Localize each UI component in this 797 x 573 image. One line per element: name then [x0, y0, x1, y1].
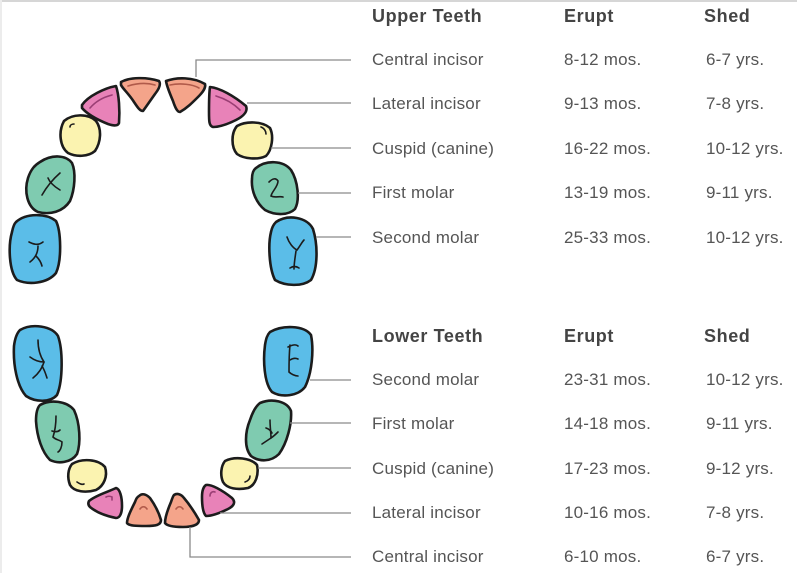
- shed-value: 7-8 yrs.: [706, 94, 765, 113]
- upper-second-molar-right: [268, 216, 318, 287]
- erupt-value: 13-19 mos.: [564, 183, 652, 202]
- tooth-name: Lateral incisor: [372, 503, 481, 522]
- shed-value: 9-11 yrs.: [706, 414, 773, 433]
- tooth-name: Lateral incisor: [372, 94, 481, 113]
- upper-lateral-incisor-right: [207, 85, 248, 129]
- shed-value: 9-11 yrs.: [706, 183, 773, 202]
- leader-lines: [189, 59, 351, 558]
- upper-shed-heading: Shed: [704, 6, 751, 26]
- upper-first-molar-left: [25, 155, 76, 215]
- upper-cuspid-left: [59, 114, 102, 158]
- tooth-name: Second molar: [372, 370, 480, 389]
- lower-first-molar-right: [244, 399, 293, 462]
- top-border: [0, 0, 797, 2]
- tooth-name: First molar: [372, 183, 455, 202]
- upper-teeth-heading: Upper Teeth: [372, 6, 483, 26]
- erupt-value: 6-10 mos.: [564, 547, 642, 566]
- lower-lateral-incisor-left: [87, 486, 124, 520]
- lower-cuspid-left: [66, 458, 108, 493]
- shed-value: 9-12 yrs.: [706, 459, 774, 478]
- lower-second-molar-left: [12, 324, 63, 403]
- left-border: [0, 0, 2, 573]
- lower-teeth-heading: Lower Teeth: [372, 326, 484, 346]
- lower-central-incisor-right: [163, 492, 201, 529]
- erupt-value: 10-16 mos.: [564, 503, 652, 522]
- lower-erupt-heading: Erupt: [564, 326, 614, 346]
- leader-upper-central-incisor: [195, 59, 351, 77]
- shed-value: 10-12 yrs.: [706, 370, 784, 389]
- tooth-grooves: [28, 82, 305, 510]
- lower-cuspid-right: [219, 456, 259, 491]
- leader-lower-central-incisor: [189, 527, 351, 558]
- upper-central-incisor-right: [164, 77, 207, 114]
- shed-value: 6-7 yrs.: [706, 547, 765, 566]
- tooth-name: Second molar: [372, 228, 480, 247]
- erupt-value: 17-23 mos.: [564, 459, 652, 478]
- shed-value: 10-12 yrs.: [706, 228, 784, 247]
- erupt-value: 16-22 mos.: [564, 139, 652, 158]
- tooth-name: Cuspid (canine): [372, 139, 495, 158]
- erupt-value: 14-18 mos.: [564, 414, 652, 433]
- lower-shed-heading: Shed: [704, 326, 751, 346]
- upper-second-molar-left: [8, 213, 62, 285]
- erupt-value: 9-13 mos.: [564, 94, 642, 113]
- upper-cuspid-right: [231, 121, 274, 160]
- tooth-name: First molar: [372, 414, 455, 433]
- shed-value: 7-8 yrs.: [706, 503, 765, 522]
- lower-central-incisor-left: [125, 492, 163, 528]
- erupt-value: 25-33 mos.: [564, 228, 652, 247]
- erupt-value: 23-31 mos.: [564, 370, 652, 389]
- tooth-name: Cuspid (canine): [372, 459, 495, 478]
- tooth-name: Central incisor: [372, 547, 484, 566]
- tooth-name: Central incisor: [372, 50, 484, 69]
- erupt-value: 8-12 mos.: [564, 50, 642, 69]
- lower-second-molar-right: [262, 325, 314, 397]
- upper-erupt-heading: Erupt: [564, 6, 614, 26]
- upper-central-incisor-left: [119, 76, 162, 113]
- shed-value: 10-12 yrs.: [706, 139, 784, 158]
- lower-lateral-incisor-right: [200, 483, 236, 518]
- shed-value: 6-7 yrs.: [706, 50, 765, 69]
